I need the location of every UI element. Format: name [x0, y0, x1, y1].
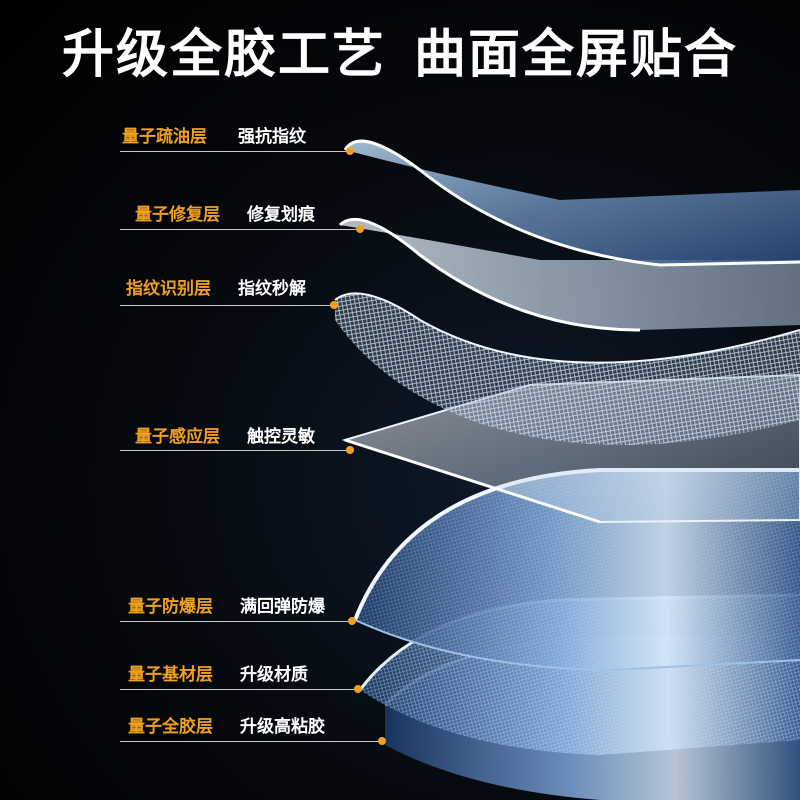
layer-feature: 升级高粘胶 [240, 717, 325, 737]
leader-line [120, 229, 360, 230]
headline: 升级全胶工艺曲面全屏贴合 [0, 12, 800, 87]
layer-name: 量子基材层 [128, 665, 213, 685]
layer-feature: 修复划痕 [247, 205, 315, 225]
layer-feature: 触控灵敏 [247, 427, 315, 447]
layer-name: 量子感应层 [135, 427, 220, 447]
layer-name: 量子全胶层 [128, 717, 213, 737]
leader-line [120, 305, 334, 306]
leader-dot [346, 147, 354, 155]
fingerprint-layer-shape [334, 292, 800, 445]
leader-dot [330, 301, 338, 309]
leader-line [120, 689, 358, 690]
layer-name: 指纹识别层 [126, 279, 211, 299]
leader-dot [354, 685, 362, 693]
leader-dot [378, 737, 386, 745]
leader-line [120, 741, 382, 742]
leader-dot [356, 225, 364, 233]
repair-layer-shape [338, 217, 800, 332]
layer-feature: 强抗指纹 [238, 127, 306, 147]
leader-dot [348, 617, 356, 625]
oleophobic-layer-shape [343, 139, 800, 267]
leader-line [120, 621, 352, 622]
leader-line [120, 151, 350, 152]
layer-feature: 满回弹防爆 [240, 597, 325, 617]
layer-name: 量子防爆层 [128, 597, 213, 617]
headline-left: 升级全胶工艺 [61, 25, 386, 85]
headline-right: 曲面全屏贴合 [414, 25, 739, 85]
layer-feature: 升级材质 [240, 665, 308, 685]
layer-name: 量子修复层 [135, 205, 220, 225]
leader-line [120, 450, 350, 451]
leader-dot [346, 446, 354, 454]
layer-feature: 指纹秒解 [238, 279, 306, 299]
layer-name: 量子疏油层 [122, 127, 207, 147]
